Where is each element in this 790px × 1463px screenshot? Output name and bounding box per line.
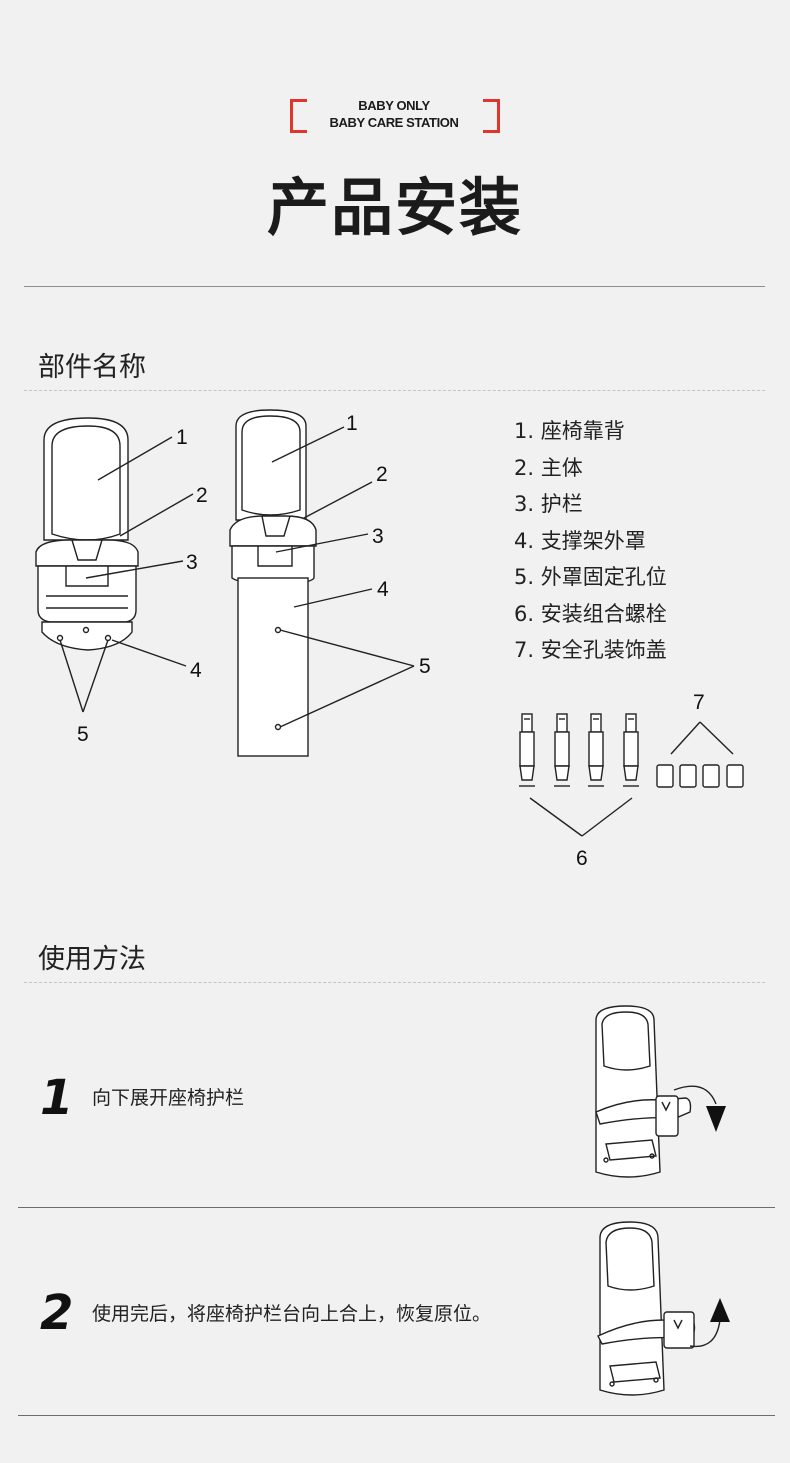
step-2-illustration [597, 1221, 730, 1396]
step-divider [18, 1207, 775, 1208]
callout-2: 2 [196, 484, 208, 507]
step-2-number: 2 [40, 1285, 74, 1341]
folded-station-callout-lines [59, 436, 194, 713]
callout-4: 4 [377, 578, 389, 601]
step-1-number: 1 [40, 1070, 74, 1126]
callout-4: 4 [190, 659, 202, 682]
brand-line-2: BABY CARE STATION [329, 115, 459, 130]
caps-diagram: 7 [656, 691, 744, 788]
callout-5: 5 [419, 655, 431, 678]
step-1-illustration [595, 1005, 726, 1178]
parts-list-item: 4. 支撑架外罩 [514, 528, 646, 553]
parts-list-item: 5. 外罩固定孔位 [514, 565, 667, 589]
parts-list-item: 3. 护栏 [514, 492, 583, 516]
mounted-station-callout-lines [271, 426, 415, 728]
title-divider [24, 286, 765, 287]
parts-heading-divider [24, 390, 765, 391]
brand-bracket-right [483, 99, 500, 133]
usage-heading-divider [24, 982, 765, 983]
brand-bracket-left [290, 99, 307, 133]
brand-logo: BABY ONLY BABY CARE STATION [306, 97, 482, 131]
usage-heading: 使用方法 [38, 944, 146, 975]
bolts-diagram: 6 [519, 713, 639, 870]
callout-2: 2 [376, 463, 388, 486]
callout-6: 6 [576, 847, 588, 870]
parts-list-item: 7. 安全孔装饰盖 [514, 638, 667, 662]
folded-station-body [35, 417, 139, 651]
folded-station-callouts: 1 2 3 4 5 [77, 426, 208, 746]
bottom-divider [18, 1415, 775, 1416]
step-1-text: 向下展开座椅护栏 [92, 1087, 245, 1109]
parts-list-item: 1. 座椅靠背 [514, 419, 625, 443]
callout-3: 3 [372, 525, 384, 548]
mounted-station-callouts: 1 2 3 4 5 [346, 412, 431, 678]
mounted-station-body [229, 409, 317, 757]
callout-5: 5 [77, 723, 89, 746]
callout-1: 1 [176, 426, 188, 449]
parts-heading: 部件名称 [38, 352, 146, 383]
parts-list-item: 2. 主体 [514, 455, 583, 480]
page-title: 产品安装 [266, 171, 523, 244]
callout-1: 1 [346, 412, 358, 435]
brand-line-1: BABY ONLY [358, 98, 430, 113]
callout-7: 7 [693, 691, 705, 714]
callout-3: 3 [186, 551, 198, 574]
step-2-text: 使用完后，将座椅护栏台向上合上，恢复原位。 [92, 1303, 492, 1325]
parts-list-item: 6. 安装组合螺栓 [514, 601, 667, 626]
parts-list: 1. 座椅靠背 2. 主体 3. 护栏 4. 支撑架外罩 5. 外罩固定孔位 6… [514, 413, 667, 669]
